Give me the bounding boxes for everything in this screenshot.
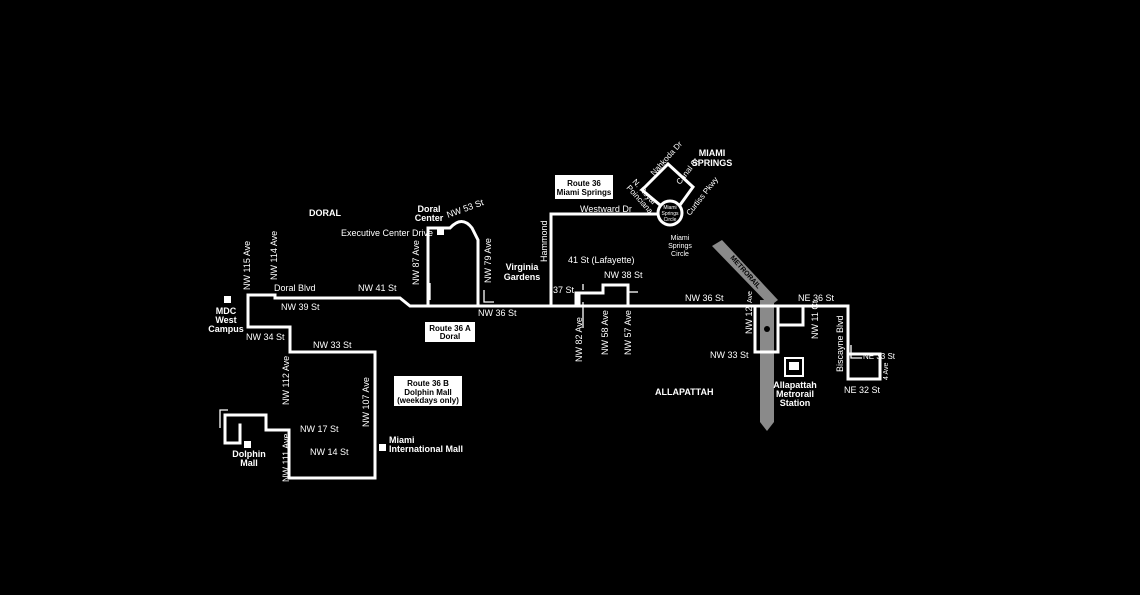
- circle-inner-1: Miami: [663, 205, 676, 211]
- street-nw39: NW 39 St: [281, 302, 320, 312]
- street-4ave: 4 Ave: [883, 363, 890, 380]
- street-nw11ct: NW 11 Ct: [810, 300, 820, 339]
- area-miami-springs-1: MIAMI: [699, 148, 726, 158]
- station-label-3: Station: [780, 398, 811, 408]
- circle-label-2: Springs: [668, 243, 692, 250]
- area-doral: DORAL: [309, 208, 341, 218]
- area-miami-springs-2: SPRINGS: [692, 158, 733, 168]
- mim-1: Miami: [389, 435, 415, 445]
- street-nw112: NW 112 Ave: [281, 356, 291, 405]
- street-nw53: NW 53 St: [445, 197, 485, 220]
- route-37st: [577, 283, 630, 308]
- circle-label-1: Miami: [671, 235, 690, 242]
- circle-inner-2: Springs: [662, 211, 679, 217]
- street-nw115: NW 115 Ave: [242, 241, 252, 290]
- doral-center-2: Center: [415, 213, 444, 223]
- street-nw107: NW 107 Ave: [361, 377, 371, 427]
- springs-circle: [656, 199, 684, 227]
- street-hammond: Hammond: [539, 220, 549, 262]
- street-nw87: NW 87 Ave: [411, 240, 421, 285]
- station-label-1: Allapattah: [773, 380, 817, 390]
- svg-text:Route 36 A: Route 36 A: [429, 324, 471, 333]
- metrorail-line: METRORAIL: [712, 240, 778, 431]
- station-icon: [784, 357, 804, 377]
- street-nw33-east: NW 33 St: [710, 350, 749, 360]
- street-nahkoda: Nahkoda Dr: [649, 139, 684, 177]
- mdc-label-2: West: [215, 315, 236, 325]
- box-r36-miami-springs: Route 36 Miami Springs: [555, 175, 613, 199]
- street-ne32: NE 32 St: [844, 385, 881, 395]
- svg-text:Route 36: Route 36: [567, 179, 601, 188]
- street-37st: 37 St: [553, 285, 575, 295]
- street-nw34: NW 34 St: [246, 332, 285, 342]
- route-west-loop: [223, 306, 377, 480]
- route-36-miami-springs: [549, 212, 660, 308]
- area-virginia-1: Virginia: [506, 262, 540, 272]
- street-westward: Westward Dr: [580, 204, 632, 214]
- mim-square: [379, 444, 386, 451]
- area-virginia-2: Gardens: [504, 272, 541, 282]
- street-lafayette: 41 St (Lafayette): [568, 255, 635, 265]
- dolphin-mall-1: Dolphin: [232, 449, 266, 459]
- street-nw58: NW 58 Ave: [600, 310, 610, 355]
- street-ave: Ave: [747, 291, 754, 303]
- route-36a-doral: [426, 220, 480, 308]
- street-nw36-east: NW 36 St: [685, 293, 724, 303]
- street-nw17: NW 17 St: [300, 424, 339, 434]
- doral-center-square: [437, 228, 444, 235]
- svg-text:(weekdays only): (weekdays only): [397, 396, 459, 405]
- dolphin-mall-square: [244, 441, 251, 448]
- area-allapattah: ALLAPATTAH: [655, 387, 714, 397]
- circle-inner-3: Circle: [664, 217, 677, 223]
- springs-loop: [639, 161, 695, 208]
- street-nw111: NW 111 Ave: [281, 433, 291, 482]
- street-nw41: NW 41 St: [358, 283, 397, 293]
- street-nw82: NW 82 Ave: [574, 317, 584, 362]
- station-label-2: Metrorail: [776, 389, 814, 399]
- street-nw12: NW 12: [744, 306, 754, 334]
- metrorail-label: METRORAIL: [729, 255, 763, 291]
- street-nw33: NW 33 St: [313, 340, 352, 350]
- street-ne33: NE 33 St: [863, 352, 896, 361]
- street-nw14: NW 14 St: [310, 447, 349, 457]
- mim-2: International Mall: [389, 444, 463, 454]
- svg-text:Miami Springs: Miami Springs: [557, 188, 612, 197]
- box-r36b: Route 36 B Dolphin Mall (weekdays only): [394, 376, 462, 406]
- dolphin-arrow: [219, 409, 228, 428]
- box-r36a: Route 36 A Doral: [425, 322, 475, 342]
- dolphin-mall-2: Mall: [240, 458, 258, 468]
- route-nw11ct: [776, 304, 805, 327]
- svg-text:Dolphin Mall: Dolphin Mall: [404, 388, 452, 397]
- svg-text:Doral: Doral: [440, 332, 460, 341]
- street-ne36: NE 36 St: [798, 293, 835, 303]
- street-nw36-west: NW 36 St: [478, 308, 517, 318]
- street-biscayne: Biscayne Blvd: [835, 315, 845, 372]
- nw79-arrow: [483, 290, 494, 303]
- street-nw79: NW 79 Ave: [483, 238, 493, 283]
- street-nw114: NW 114 Ave: [269, 231, 279, 280]
- street-curtiss: Curtiss Pkwy: [684, 175, 720, 217]
- executive-center-label: Executive Center Drive: [341, 228, 433, 238]
- street-nw38: NW 38 St: [604, 270, 643, 280]
- mdc-label-3: Campus: [208, 324, 244, 334]
- mdc-label-1: MDC: [216, 306, 237, 316]
- mdc-square: [224, 296, 231, 303]
- ne33-arrow: [850, 345, 862, 359]
- station-dot: [764, 326, 770, 332]
- doral-center-1: Doral: [417, 204, 440, 214]
- street-doral-blvd: Doral Blvd: [274, 283, 316, 293]
- street-nw57: NW 57 Ave: [623, 310, 633, 355]
- route-allapattah-loop: [753, 304, 780, 354]
- svg-text:Route 36 B: Route 36 B: [407, 379, 449, 388]
- circle-label-3: Circle: [671, 251, 689, 258]
